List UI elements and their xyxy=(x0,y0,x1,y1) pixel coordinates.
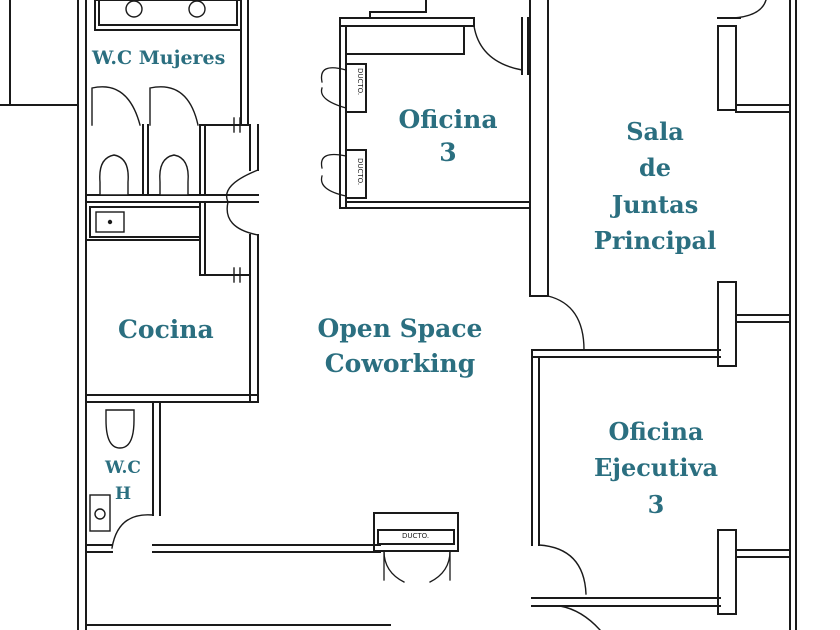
room-label-line: Ejecutiva xyxy=(593,453,718,483)
room-label-line: H xyxy=(114,484,132,505)
room-label-line: de xyxy=(638,153,672,183)
room-label-line: 3 xyxy=(647,489,665,519)
room-label-open-space: Open Space Coworking xyxy=(310,312,490,381)
room-label-oficina-3: Oficina 3 xyxy=(388,104,508,169)
sink-fixture xyxy=(188,0,206,18)
toilet-fixture xyxy=(105,409,135,449)
room-label-cocina: Cocina xyxy=(118,315,214,344)
walls xyxy=(0,0,797,630)
room-label-sala-de-juntas: Sala de Juntas Principal xyxy=(580,114,730,260)
toilet-fixture xyxy=(159,154,189,196)
room-label-line: 3 xyxy=(439,137,457,167)
duct-label-bottom: DUCTO. xyxy=(402,532,430,540)
toilet-fixture xyxy=(99,154,129,196)
room-label-line: W.C xyxy=(105,458,141,478)
room-label-line: Principal xyxy=(593,226,717,256)
room-label-wc-h: W.C H xyxy=(98,455,148,508)
duct-label-upper: DUCTO. xyxy=(356,68,364,96)
room-label-line: Coworking xyxy=(324,348,476,378)
room-label-line: Open Space xyxy=(317,314,483,343)
room-label-line: Oficina xyxy=(608,417,704,446)
duct-label-lower: DUCTO. xyxy=(356,158,364,186)
room-label-line: Juntas xyxy=(611,189,699,219)
room-label-line: Oficina xyxy=(398,105,498,134)
fixtures xyxy=(89,0,206,532)
room-label-wc-mujeres: W.C Mujeres xyxy=(92,47,226,69)
room-label-oficina-ejecutiva: Oficina Ejecutiva 3 xyxy=(576,414,736,523)
room-label-line: Sala xyxy=(626,117,684,146)
sink-fixture xyxy=(125,0,143,18)
